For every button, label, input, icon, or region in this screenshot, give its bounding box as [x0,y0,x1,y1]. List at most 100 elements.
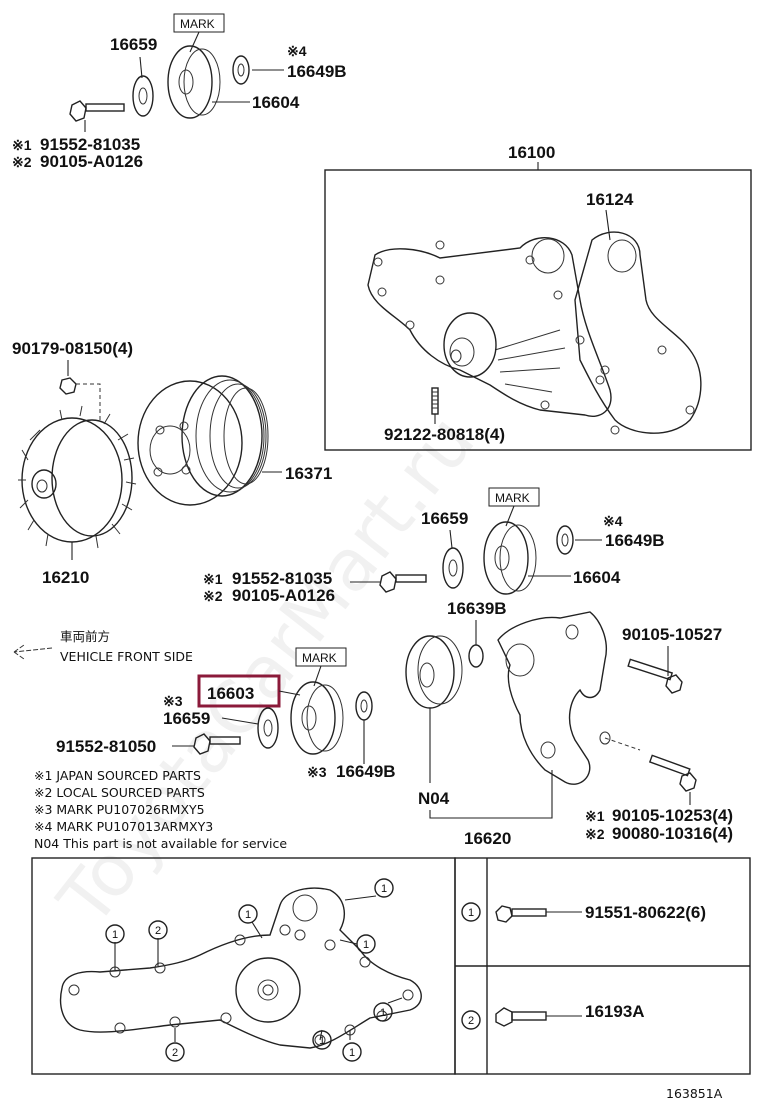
gasket-hole [607,239,637,273]
callout-num: 1 [363,939,369,951]
callout-1[interactable] [105,924,125,944]
label-16193a[interactable]: 16193A [585,1002,645,1021]
note-5: N04 This part is not available for servi… [34,836,287,851]
tensioner-pulley[interactable] [405,635,463,709]
callout-1[interactable] [238,904,258,924]
callout-1[interactable] [342,1042,362,1062]
callout-num: 1 [349,1047,355,1059]
bolt-91552-81050[interactable] [193,733,241,755]
detail-outlet [292,894,318,922]
figure-id: 163851A [666,1086,723,1101]
label-16649b-mid[interactable]: 16649B [605,531,665,550]
label-16604-mid[interactable]: 16604 [573,568,621,587]
callout-1[interactable] [373,1002,393,1022]
label-n04[interactable]: N04 [418,789,450,808]
pulley-16371[interactable] [137,375,269,506]
tensioner-bracket[interactable] [497,611,607,785]
mid-idler-group: 16659 MARK ※4 16649B 16604 ※1 91552-8103… [203,487,665,605]
detail-callouts: 1 2 1 1 1 1 1 1 2 [105,878,403,1062]
callout-1[interactable] [312,1030,332,1050]
callout-num: 1 [112,929,118,941]
marker-1-top: ※1 [12,137,32,153]
label-90080-10316[interactable]: 90080-10316(4) [612,824,733,843]
callout-num: 1 [380,1007,386,1019]
mark-label-mid: MARK [495,491,530,505]
label-90105-10253[interactable]: 90105-10253(4) [612,806,733,825]
legend-callout-1 [461,902,481,922]
label-16649b-low[interactable]: 16649B [336,762,396,781]
leader [221,717,259,725]
pulley-rim [183,48,221,116]
label-16649b-top[interactable]: 16649B [287,62,347,81]
detail-pump-outline [59,887,422,1049]
cap-16649b-top[interactable] [232,55,250,85]
callout-num: 2 [172,1047,178,1059]
callout-1[interactable] [356,934,376,954]
direction-en: VEHICLE FRONT SIDE [60,649,193,664]
pulley-bore [178,69,194,95]
bolt-90105-10527[interactable] [627,658,683,694]
direction-jp: 車両前方 [60,629,110,644]
fan-clutch-16210[interactable] [18,405,137,549]
label-91552-81050[interactable]: 91552-81050 [56,737,156,756]
label-16603[interactable]: 16603 [207,684,254,703]
assembly-line [76,383,101,420]
washer-16659-mid[interactable] [442,547,464,589]
tensioner-group: 16639B 90105-10527 ※1 90105-10253(4) ※2 [405,599,733,848]
label-16659-mid[interactable]: 16659 [421,509,468,528]
detail-pump-hub [257,979,279,1001]
label-90105-a0126-mid[interactable]: 90105-A0126 [232,586,335,605]
callout-num: 1 [319,1035,325,1047]
label-16659-low[interactable]: 16659 [163,709,210,728]
marker-2-low: ※2 [585,826,605,842]
cap-16639b[interactable] [468,644,484,668]
label-16210[interactable]: 16210 [42,568,89,587]
label-16371[interactable]: 16371 [285,464,332,483]
bolt-90105-10253[interactable] [648,754,697,792]
pulley-16603[interactable] [290,681,336,755]
washer-hole [448,559,458,577]
bracket-hole [540,741,556,759]
pulley-16604-mid[interactable] [483,521,529,595]
legend-bolt-2[interactable] [495,1007,547,1027]
callout-2[interactable] [165,1042,185,1062]
label-91551-80622[interactable]: 91551-80622(6) [585,903,706,922]
marker-4-mid: ※4 [603,513,623,529]
label-16100[interactable]: 16100 [508,143,555,162]
pulley-rim [306,684,344,752]
label-16620[interactable]: 16620 [464,829,511,848]
detail-pump-shaft [262,984,274,996]
washer-16659-top[interactable] [132,75,154,117]
cap-16649b-low[interactable] [355,691,373,721]
callout-1[interactable] [374,878,394,898]
label-16604-top[interactable]: 16604 [252,93,300,112]
label-16659-top[interactable]: 16659 [110,35,157,54]
bolt-mid[interactable] [379,571,427,593]
callout-num: 2 [155,925,161,937]
label-91552-81035-mid[interactable]: 91552-81035 [232,569,332,588]
bolt-top[interactable] [69,100,125,122]
label-16639b[interactable]: 16639B [447,599,507,618]
marker-1-low: ※1 [585,808,605,824]
label-90105-10527[interactable]: 90105-10527 [622,625,722,644]
pulley-rim [499,524,537,592]
callout-2[interactable] [148,920,168,940]
label-90179-08150[interactable]: 90179-08150(4) [12,339,133,358]
label-16124[interactable]: 16124 [586,190,634,209]
label-90105-a0126-top[interactable]: 90105-A0126 [40,152,143,171]
pulley-16604-top[interactable] [167,45,213,119]
cap-hole [237,63,245,77]
label-92122-80818[interactable]: 92122-80818(4) [384,425,505,444]
label-91552-81035-top[interactable]: 91552-81035 [40,135,140,154]
legend-callout-num: 2 [468,1015,474,1027]
pump-flange[interactable] [443,312,497,378]
legend-bolt-1[interactable] [495,905,547,923]
nut-90179[interactable] [59,377,77,395]
vehicle-front-indicator: 車両前方 VEHICLE FRONT SIDE [13,629,193,664]
cap-16649b-mid[interactable] [556,525,574,555]
pump-body[interactable] [367,237,612,417]
gasket-16124[interactable] [574,231,702,434]
washer-16659-low[interactable] [257,707,279,749]
